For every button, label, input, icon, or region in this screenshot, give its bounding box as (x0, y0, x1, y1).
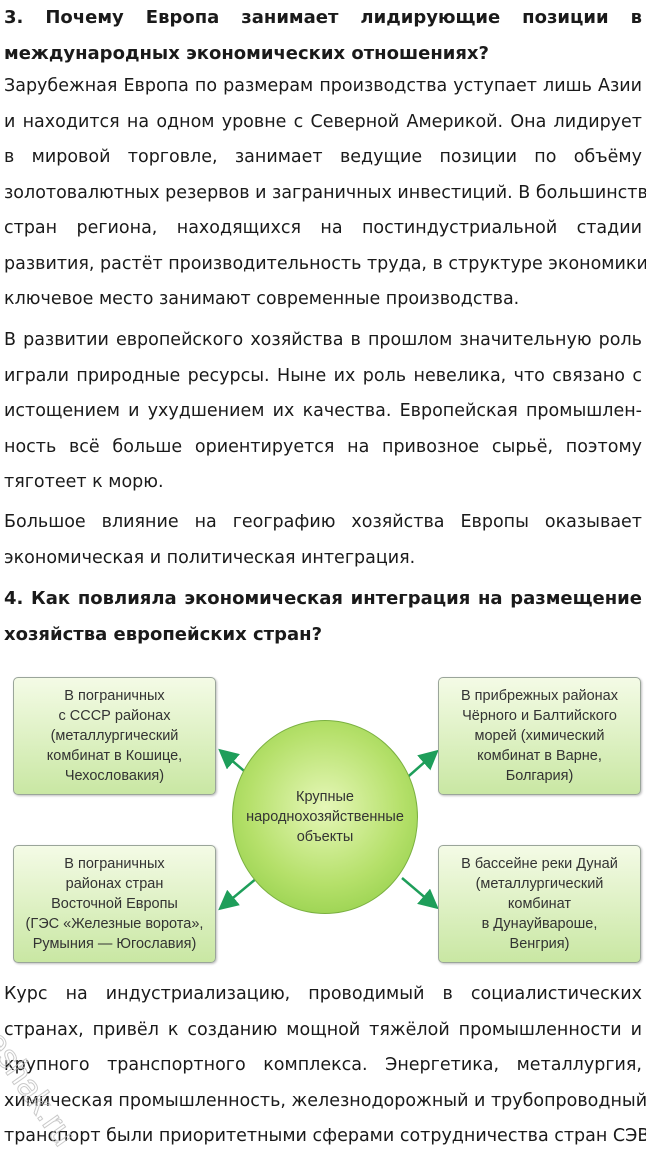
text-line: золотовалютных резервов и заграничных ин… (4, 182, 646, 203)
box-line: (металлургический (50, 728, 179, 744)
arrow-bottom-right (401, 877, 439, 910)
box-line: В прибрежных районах (460, 688, 618, 704)
arrow-bottom-left (218, 877, 258, 911)
paragraph-4: Курс на индустриализацию, проводимый в с… (4, 977, 646, 1155)
box-line: районах стран (65, 876, 164, 892)
box-line: (ГЭС «Железные ворота», (25, 916, 204, 932)
text-line: экономическая и политическая интеграция. (4, 547, 416, 568)
text-line: истощением и ухудшением их качества. Евр… (4, 401, 642, 421)
box-line: Чёрного и Балтийского (462, 708, 617, 724)
box-line: с СССР районах (58, 708, 171, 724)
box-line: комбинат в Варне, (477, 748, 602, 764)
box-line: В пограничных (64, 688, 165, 704)
box-line: в Дунауйвароше, (481, 916, 598, 932)
paragraph-3: Большое влияние на географию хозяйства Е… (4, 505, 642, 576)
text-line: транспорт были приоритетными сферами сот… (4, 1126, 646, 1146)
heading-line: международных экономических отношениях? (4, 42, 489, 64)
text-line: тяготеет к морю. (4, 472, 164, 492)
text-line: Зарубежная Европа по размерам производст… (4, 76, 642, 96)
box-line: комбинат (507, 896, 572, 912)
box-bottom-left: В пограничных районах стран Восточной Ев… (13, 845, 216, 963)
text-line: развития, растёт производительность труд… (4, 253, 646, 274)
box-line: В пограничных (64, 856, 165, 872)
box-line: В бассейне реки Дунай (461, 856, 618, 872)
text-line: В развитии европейского хозяйства в прош… (4, 330, 642, 350)
center-line: Крупные (296, 789, 354, 805)
box-line: комбинат в Кошице, (46, 748, 183, 764)
box-bottom-right: В бассейне реки Дунай (металлургический … (438, 845, 641, 963)
box-line: морей (химический (474, 728, 605, 744)
diagram-center: Крупные народнохозяйственные объекты (232, 720, 418, 914)
question-4-heading: 4. Как повлияла экономическая интеграция… (4, 581, 642, 652)
text-line: странах, привёл к созданию мощной тяжёло… (4, 1019, 642, 1040)
text-line: стран региона, находящихся на постиндуст… (4, 218, 642, 238)
box-line: Чехословакия) (64, 768, 165, 784)
box-line: Восточной Европы (51, 896, 178, 912)
text-line: химическая промышленность, железнодорожн… (4, 1090, 646, 1111)
box-line: Венгрия) (509, 936, 570, 952)
box-line: Болгария) (505, 768, 574, 784)
text-line: ность всё больше ориентируется на привоз… (4, 436, 642, 457)
box-line: (металлургический (475, 876, 604, 892)
text-line: Курс на индустриализацию, проводимый в с… (4, 984, 642, 1004)
text-line: играли природные ресурсы. Ныне их роль н… (4, 365, 642, 386)
heading-line: 3. Почему Европа занимает лидирующие поз… (4, 7, 642, 28)
center-line: народнохозяйственные (246, 809, 404, 825)
question-3-heading: 3. Почему Европа занимает лидирующие поз… (4, 0, 642, 71)
text-line: Большое влияние на географию хозяйства Е… (4, 512, 642, 532)
box-line: Румыния — Югославия) (32, 936, 197, 952)
text-line: и находится на одном уровне с Северной А… (4, 111, 642, 132)
paragraph-1: Зарубежная Европа по размерам производст… (4, 69, 646, 318)
center-line: объекты (296, 829, 354, 845)
text-line: крупного транспортного комплекса. Энерге… (4, 1055, 642, 1075)
heading-line: 4. Как повлияла экономическая интеграция… (4, 588, 642, 609)
paragraph-2: В развитии европейского хозяйства в прош… (4, 323, 642, 501)
text-line: ключевое место занимают современные прои… (4, 289, 520, 309)
box-top-right: В прибрежных районах Чёрного и Балтийско… (438, 677, 641, 795)
box-top-left: В пограничных с СССР районах (металлурги… (13, 677, 216, 795)
text-line: в мировой торговле, занимает ведущие поз… (4, 147, 642, 167)
heading-line: хозяйства европейских стран? (4, 623, 323, 645)
